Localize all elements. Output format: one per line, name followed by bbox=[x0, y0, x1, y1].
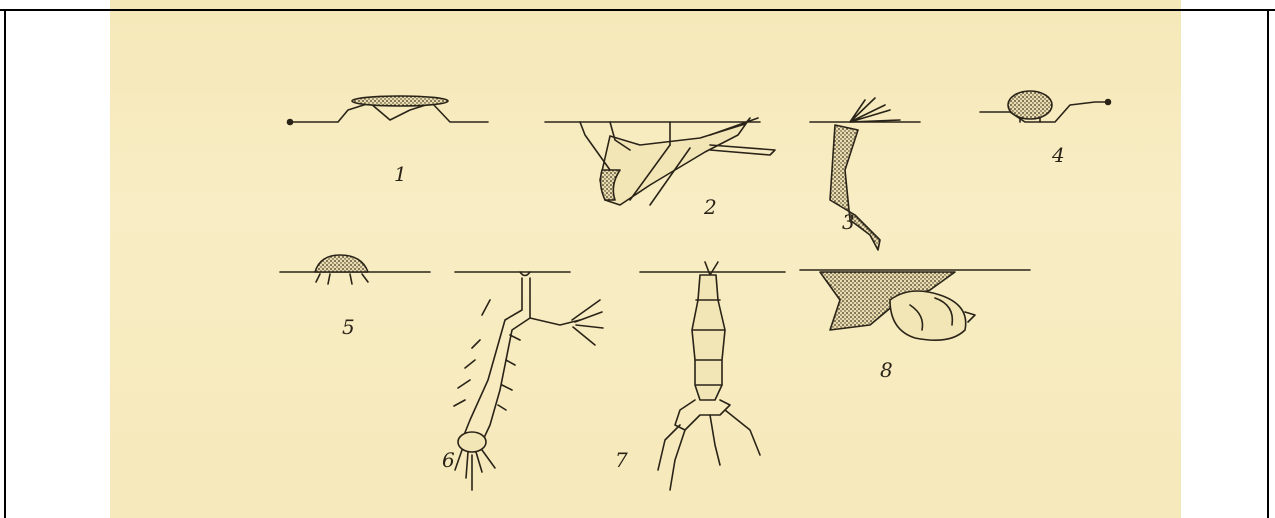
scanned-illustration: 1 2 3 4 5 6 7 8 bbox=[110, 0, 1181, 518]
figure-label-5: 5 bbox=[342, 315, 355, 339]
specimen-6 bbox=[454, 272, 603, 490]
specimen-1 bbox=[288, 96, 489, 125]
figure-label-7: 7 bbox=[615, 448, 628, 472]
specimen-8 bbox=[800, 270, 1030, 340]
specimen-5 bbox=[280, 255, 430, 284]
figure-label-1: 1 bbox=[394, 162, 407, 186]
figure-label-3: 3 bbox=[842, 210, 855, 234]
specimen-7 bbox=[640, 262, 785, 490]
frame-left-border bbox=[4, 9, 6, 518]
figure-drawing bbox=[110, 0, 1181, 518]
specimen-4 bbox=[980, 91, 1111, 122]
frame-top-border bbox=[0, 9, 1275, 11]
frame-right-border bbox=[1267, 9, 1269, 518]
figure-label-8: 8 bbox=[880, 358, 893, 382]
specimen-3 bbox=[810, 98, 920, 250]
figure-label-2: 2 bbox=[704, 195, 717, 219]
specimen-2 bbox=[545, 118, 775, 205]
figure-label-4: 4 bbox=[1052, 143, 1065, 167]
figure-label-6: 6 bbox=[442, 448, 455, 472]
